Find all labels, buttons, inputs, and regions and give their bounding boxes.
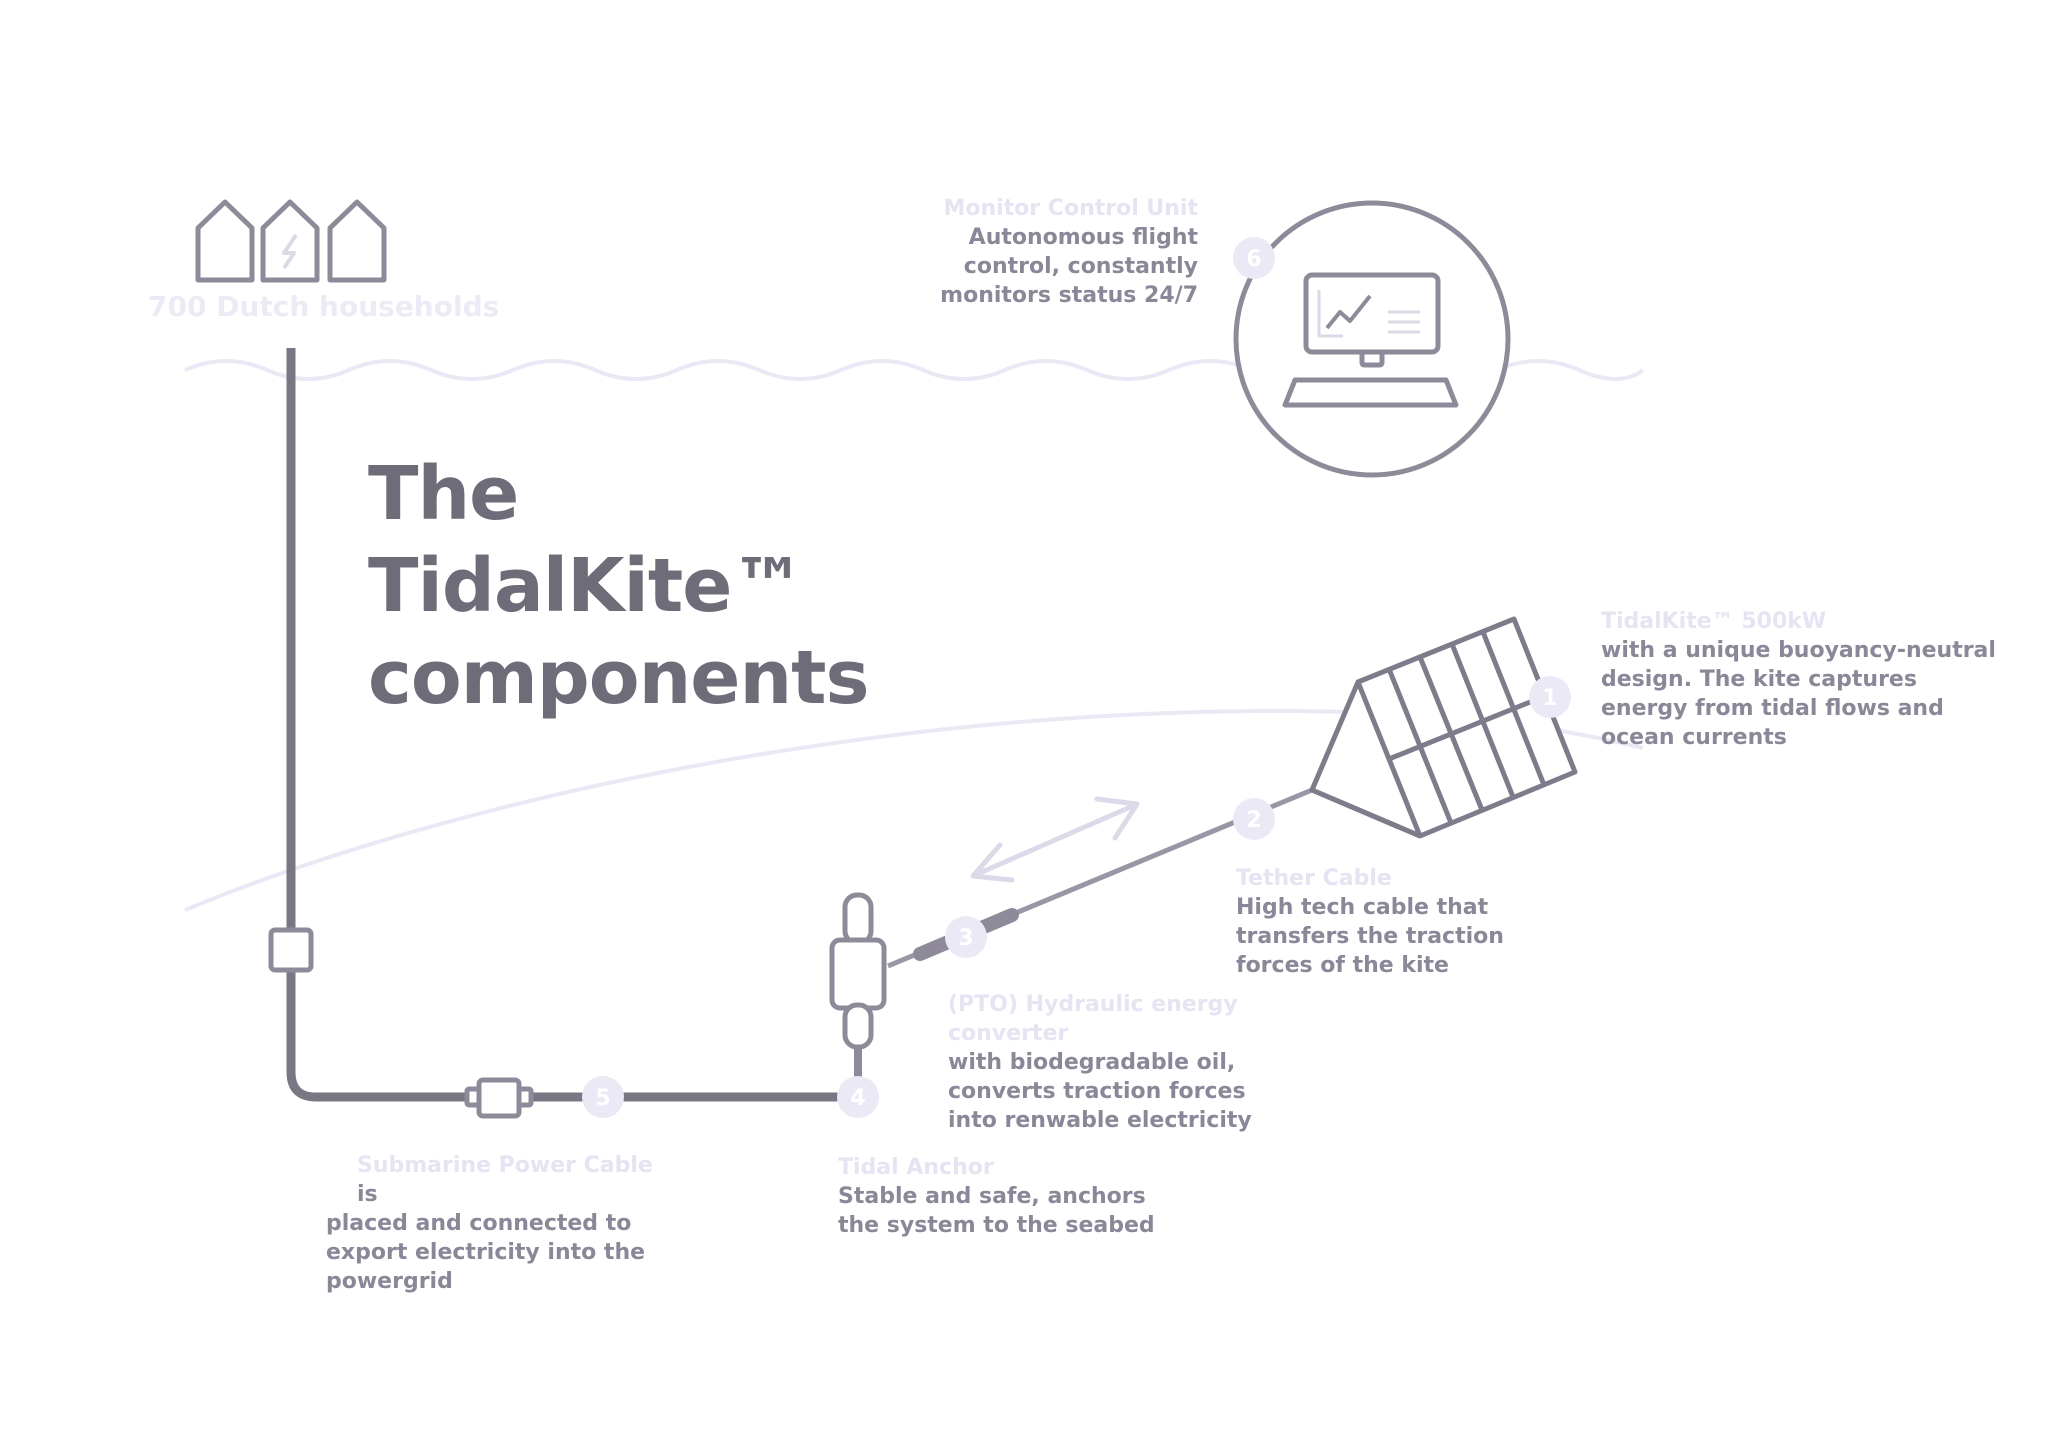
- badge-2: 2: [1233, 798, 1275, 840]
- component-2-body: High tech cable that transfers the tract…: [1236, 895, 1504, 978]
- component-5-body: placed and connected to export electrici…: [326, 1211, 646, 1294]
- badge-4: 4: [837, 1076, 879, 1118]
- component-5-title: Submarine Power Cable: [357, 1153, 653, 1178]
- double-arrow-icon: [970, 796, 1140, 883]
- house-icon: [195, 199, 255, 283]
- house-lightning-icon: [260, 199, 320, 283]
- component-5-heading: Submarine Power Cable is: [326, 1151, 666, 1209]
- page-title: The TidalKite™ components: [368, 448, 870, 724]
- pto-converter-icon: [829, 892, 887, 1097]
- component-6-title: Monitor Control Unit: [943, 196, 1198, 221]
- cable-connector-icon: [464, 1077, 534, 1119]
- component-4-title: Tidal Anchor: [838, 1155, 994, 1180]
- component-4-body: Stable and safe, anchors the system to t…: [838, 1184, 1155, 1238]
- component-1-title: TidalKite™ 500kW: [1601, 609, 1827, 634]
- badge-3: 3: [945, 916, 987, 958]
- svg-text:2: 2: [1246, 808, 1261, 833]
- house-icon: [327, 199, 387, 283]
- badge-1: 1: [1529, 676, 1571, 718]
- svg-text:5: 5: [595, 1086, 610, 1111]
- component-2-label: Tether Cable High tech cable that transf…: [1236, 864, 1576, 980]
- component-5-title-suffix: is: [357, 1182, 378, 1207]
- component-3-label: (PTO) Hydraulic energy converter with bi…: [948, 990, 1298, 1135]
- title-line-3: components: [368, 635, 870, 721]
- component-1-body: with a unique buoyancy-neutral design. T…: [1601, 638, 1996, 750]
- kite-icon: [1309, 616, 1578, 839]
- component-6-body: Autonomous flight control, constantly mo…: [940, 225, 1198, 308]
- svg-text:3: 3: [958, 926, 973, 951]
- badge-6: 6: [1233, 237, 1275, 279]
- component-3-body: with biodegradable oil, converts tractio…: [948, 1050, 1252, 1133]
- title-line-1: The: [368, 451, 519, 537]
- monitor-unit-circle: [1233, 200, 1511, 478]
- svg-text:1: 1: [1542, 686, 1557, 711]
- component-6-label: Monitor Control Unit Autonomous flight c…: [868, 194, 1198, 310]
- component-3-title: (PTO) Hydraulic energy converter: [948, 992, 1238, 1046]
- component-1-label: TidalKite™ 500kW with a unique buoyancy-…: [1601, 607, 1996, 752]
- junction-box-icon: [268, 927, 314, 973]
- submarine-power-cable: [286, 348, 858, 1102]
- component-4-label: Tidal Anchor Stable and safe, anchors th…: [838, 1153, 1168, 1240]
- svg-text:6: 6: [1246, 247, 1261, 272]
- svg-text:4: 4: [850, 1086, 865, 1111]
- badge-5: 5: [582, 1076, 624, 1118]
- component-5-label: Submarine Power Cable is placed and conn…: [326, 1151, 666, 1296]
- title-line-2: TidalKite™: [368, 543, 805, 629]
- monitor-computer-icon: [1282, 272, 1459, 408]
- households-caption: 700 Dutch households: [148, 290, 500, 323]
- component-2-title: Tether Cable: [1236, 866, 1392, 891]
